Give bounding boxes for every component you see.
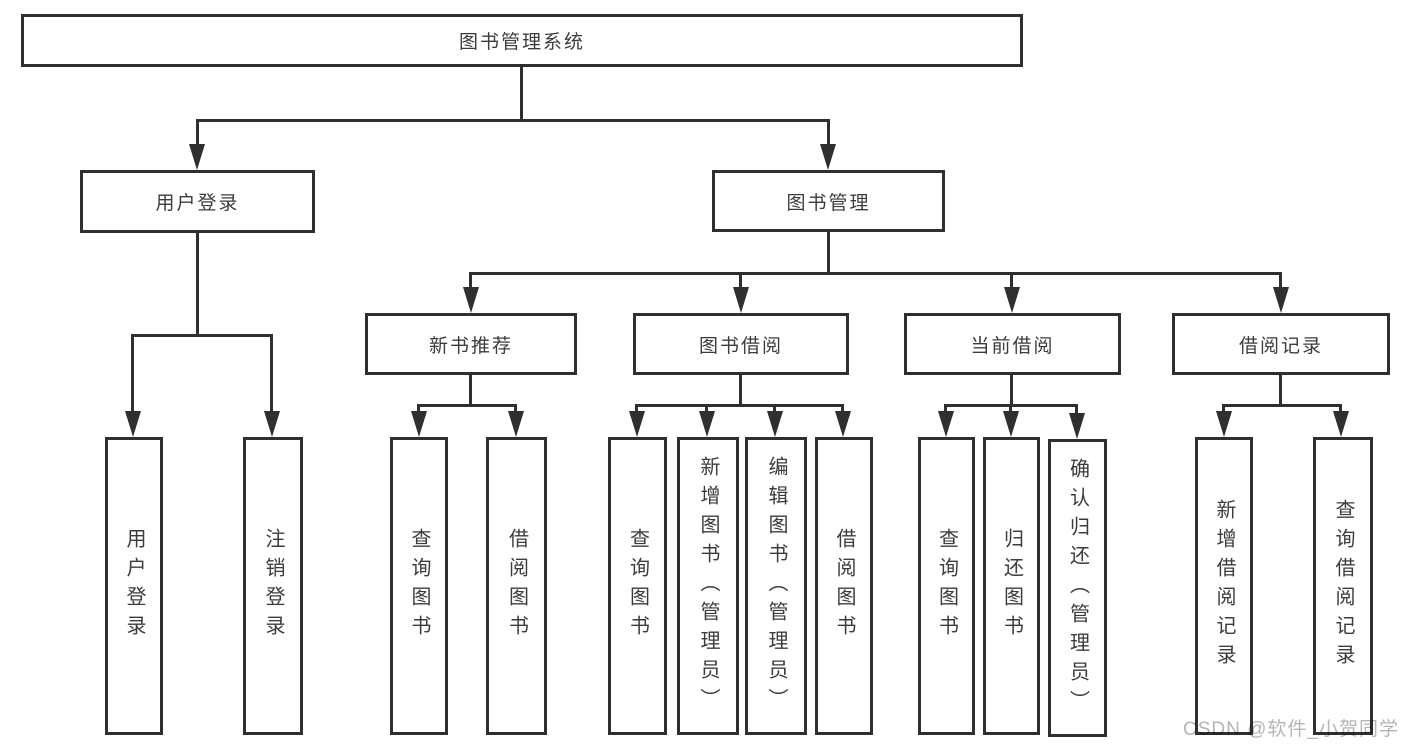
arrowhead-down-icon: [629, 411, 645, 437]
arrowhead-down-icon: [767, 411, 783, 437]
arrowhead-down-icon: [820, 144, 836, 170]
leaf-logout: 注销登录: [243, 437, 303, 735]
connector-drop: [773, 404, 776, 416]
connector-drop: [1222, 404, 1225, 416]
connector-drop-current-borrow: [1010, 272, 1013, 292]
connector-br-stem: [1279, 375, 1282, 407]
leaf-bb-query-books-label: 查询图书: [626, 528, 649, 644]
connector-bb-stem: [739, 375, 742, 407]
arrowhead-down-icon: [1333, 411, 1349, 437]
node-borrow-records-label: 借阅记录: [1238, 335, 1323, 357]
arrowhead-down-icon: [463, 287, 479, 313]
connector-drop: [635, 404, 638, 416]
leaf-logout-label: 注销登录: [262, 528, 284, 644]
arrowhead-down-icon: [1003, 411, 1019, 437]
arrowhead-down-icon: [699, 411, 715, 437]
leaf-cb-confirm-return: 确认归还（管理员）: [1048, 439, 1107, 737]
node-current-borrow-label: 当前借阅: [970, 335, 1055, 357]
arrowhead-down-icon: [1069, 413, 1085, 439]
connector-cb-stem: [1010, 375, 1013, 407]
leaf-bb-add-books-label: 新增图书（管理员）: [697, 455, 719, 717]
connector-level3-branch: [469, 272, 1282, 275]
node-current-borrow: 当前借阅: [904, 313, 1121, 375]
leaf-bb-add-books: 新增图书（管理员）: [677, 437, 739, 735]
connector-drop: [841, 404, 844, 416]
connector-nbr-stem: [469, 375, 472, 407]
connector-bb-branch: [635, 404, 844, 407]
connector-drop-borrow-records: [1279, 272, 1282, 292]
arrowhead-down-icon: [411, 411, 427, 437]
csdn-watermark: CSDN @软件_小贺同学: [1183, 719, 1399, 740]
connector-root-stem: [520, 67, 523, 122]
arrowhead-down-icon: [125, 411, 141, 437]
arrowhead-down-icon: [189, 144, 205, 170]
connector-drop-book-borrow: [739, 272, 742, 292]
node-new-book-recommend-label: 新书推荐: [428, 335, 513, 357]
leaf-cb-query-books-label: 查询图书: [935, 528, 958, 644]
connector-drop: [1339, 404, 1342, 416]
leaf-cb-query-books: 查询图书: [918, 437, 975, 735]
node-book-borrow: 图书借阅: [633, 313, 849, 375]
leaf-nbr-borrow-books: 借阅图书: [486, 437, 547, 735]
connector-drop-leaf-user-login: [131, 334, 134, 414]
node-borrow-records: 借阅记录: [1172, 313, 1390, 375]
leaf-cb-return-books: 归还图书: [983, 437, 1040, 735]
leaf-br-add-record: 新增借阅记录: [1195, 437, 1253, 735]
leaf-nbr-borrow-books-label: 借阅图书: [505, 528, 528, 644]
connector-drop-book-mgmt: [827, 119, 830, 149]
connector-level2-branch: [196, 119, 830, 122]
leaf-nbr-query-books-label: 查询图书: [408, 528, 430, 644]
node-user-login: 用户登录: [80, 170, 315, 233]
connector-drop-user-login: [196, 119, 199, 149]
connector-drop-leaf-logout: [270, 334, 273, 414]
node-new-book-recommend: 新书推荐: [365, 313, 577, 375]
connector-drop: [1009, 404, 1012, 416]
node-book-borrow-label: 图书借阅: [698, 335, 783, 357]
leaf-bb-edit-books-label: 编辑图书（管理员）: [765, 455, 787, 717]
arrowhead-down-icon: [835, 411, 851, 437]
leaf-cb-confirm-return-label: 确认归还（管理员）: [1066, 457, 1089, 719]
connector-drop: [417, 404, 420, 416]
leaf-user-login: 用户登录: [105, 437, 163, 735]
connector-drop: [705, 404, 708, 416]
arrowhead-down-icon: [264, 411, 280, 437]
leaf-nbr-query-books: 查询图书: [390, 437, 448, 735]
node-book-management: 图书管理: [712, 170, 945, 232]
leaf-bb-borrow-books: 借阅图书: [815, 437, 873, 735]
connector-nbr-branch: [417, 404, 517, 407]
leaf-br-add-record-label: 新增借阅记录: [1213, 499, 1235, 673]
leaf-user-login-label: 用户登录: [123, 528, 145, 644]
connector-br-branch: [1222, 404, 1342, 407]
connector-drop: [944, 404, 947, 416]
arrowhead-down-icon: [1216, 411, 1232, 437]
node-user-login-label: 用户登录: [155, 193, 240, 214]
node-root-label: 图书管理系统: [458, 32, 585, 53]
leaf-bb-edit-books: 编辑图书（管理员）: [745, 437, 807, 735]
connector-book-mgmt-stem: [827, 232, 830, 275]
connector-drop-new-book-rec: [469, 272, 472, 292]
arrowhead-down-icon: [733, 287, 749, 313]
node-book-management-label: 图书管理: [786, 192, 871, 214]
connector-user-login-stem: [196, 233, 199, 337]
connector-drop: [1075, 404, 1078, 416]
arrowhead-down-icon: [508, 411, 524, 437]
arrowhead-down-icon: [1273, 287, 1289, 313]
arrowhead-down-icon: [938, 411, 954, 437]
leaf-bb-borrow-books-label: 借阅图书: [833, 528, 855, 644]
leaf-br-query-record-label: 查询借阅记录: [1332, 499, 1354, 673]
node-root: 图书管理系统: [21, 14, 1023, 67]
leaf-cb-return-books-label: 归还图书: [1000, 528, 1023, 644]
connector-drop: [514, 404, 517, 416]
connector-user-login-branch: [131, 334, 273, 337]
arrowhead-down-icon: [1004, 287, 1020, 313]
leaf-br-query-record: 查询借阅记录: [1313, 437, 1373, 735]
leaf-bb-query-books: 查询图书: [608, 437, 667, 735]
